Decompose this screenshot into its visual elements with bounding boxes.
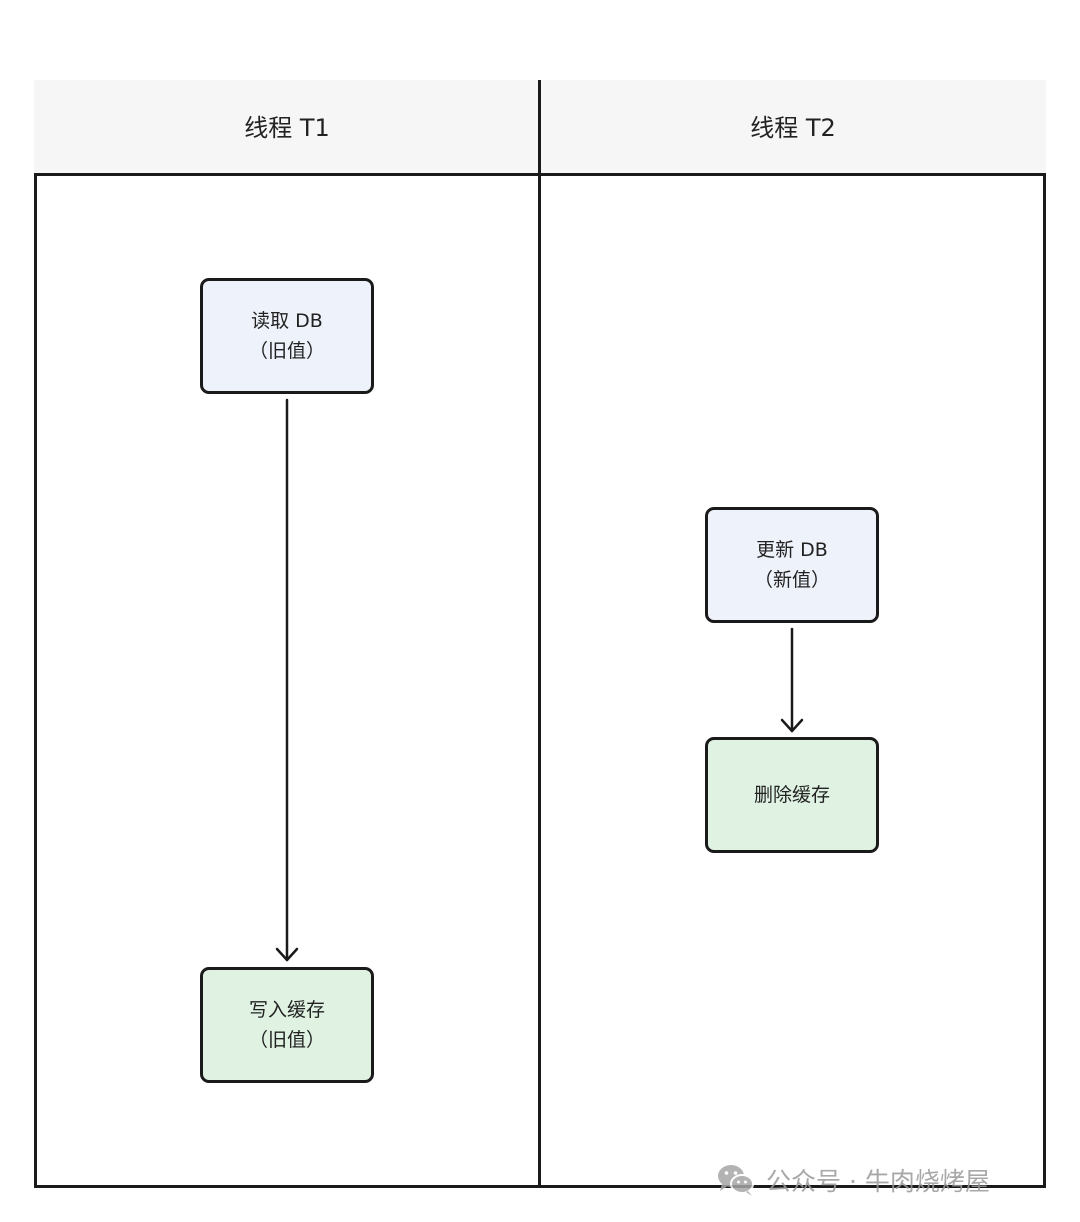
- watermark: 公众号 · 牛肉烧烤屋: [716, 1160, 990, 1200]
- lane-title-t1: 线程 T1: [244, 114, 330, 142]
- node-update-db-line2: （新值）: [753, 569, 830, 591]
- lane-divider: [538, 80, 541, 1188]
- node-write-cache-line2: （旧值）: [248, 1029, 325, 1051]
- node-write-cache[interactable]: 写入缓存 （旧值）: [200, 967, 374, 1083]
- node-read-db-line2: （旧值）: [248, 340, 325, 362]
- watermark-text: 公众号 · 牛肉烧烤屋: [766, 1167, 990, 1196]
- node-write-cache-line1: 写入缓存: [248, 999, 325, 1021]
- node-update-db-line1: 更新 DB: [756, 539, 828, 561]
- node-delete-cache-line1: 删除缓存: [753, 784, 830, 806]
- wechat-icon: [718, 1165, 754, 1196]
- node-update-db[interactable]: 更新 DB （新值）: [705, 507, 879, 623]
- lane-title-t2: 线程 T2: [750, 114, 836, 142]
- node-delete-cache[interactable]: 删除缓存: [705, 737, 879, 853]
- node-read-db[interactable]: 读取 DB （旧值）: [200, 278, 374, 394]
- node-read-db-line1: 读取 DB: [251, 310, 323, 332]
